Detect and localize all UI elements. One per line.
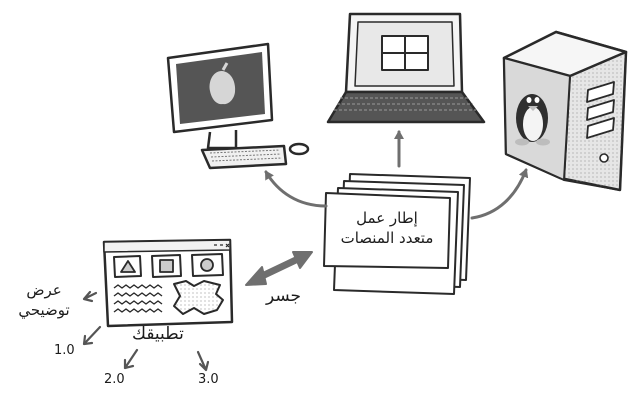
version-arrows <box>82 290 210 372</box>
demo-label-line2: توضيحي <box>18 301 70 319</box>
framework-card <box>323 192 451 269</box>
arrows <box>264 130 529 220</box>
arrow-to-desktop <box>264 170 328 208</box>
version-label-2: 2.0 <box>104 372 125 387</box>
demo-label-line1: عرض <box>26 281 62 299</box>
version-label-1: 1.0 <box>54 343 75 358</box>
arrow-to-tower <box>470 168 529 220</box>
windows-laptop-icon <box>326 12 486 124</box>
apple-desktop-icon <box>166 42 310 170</box>
framework-stack <box>323 173 471 295</box>
framework-label-line2: متعدد المنصات <box>340 229 434 247</box>
framework-label-line1: إطار عمل <box>356 209 418 227</box>
bridge-label: جسر <box>266 286 302 306</box>
application-label: تطبيقك <box>132 324 184 344</box>
application-window <box>102 238 234 328</box>
demo-label: عرض توضيحي <box>6 280 82 320</box>
linux-tower-icon <box>502 30 628 192</box>
framework-label: إطار عمل متعدد المنصات <box>326 208 448 248</box>
version-label-3: 3.0 <box>198 372 219 387</box>
bridge-arrow <box>245 251 313 286</box>
